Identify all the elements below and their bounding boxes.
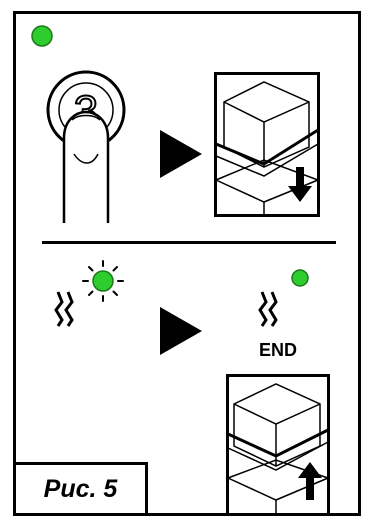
led-blinking-icon: [82, 260, 124, 302]
block-raised-illustration: [226, 374, 330, 516]
vibration-icon: [54, 291, 74, 327]
end-label: END: [258, 340, 297, 360]
next-step-arrow-icon: [160, 130, 202, 178]
led-indicator-on-icon: [291, 269, 309, 287]
figure-caption-box: Рис. 5: [13, 462, 148, 516]
finger-press-button-icon: 3: [46, 70, 126, 223]
figure-caption: Рис. 5: [43, 474, 118, 503]
vibration-icon: [258, 291, 278, 327]
led-indicator-on-icon: [31, 25, 53, 47]
block-lowered-illustration: [214, 72, 320, 217]
next-step-arrow-icon: [160, 307, 202, 355]
section-divider: [42, 241, 336, 244]
